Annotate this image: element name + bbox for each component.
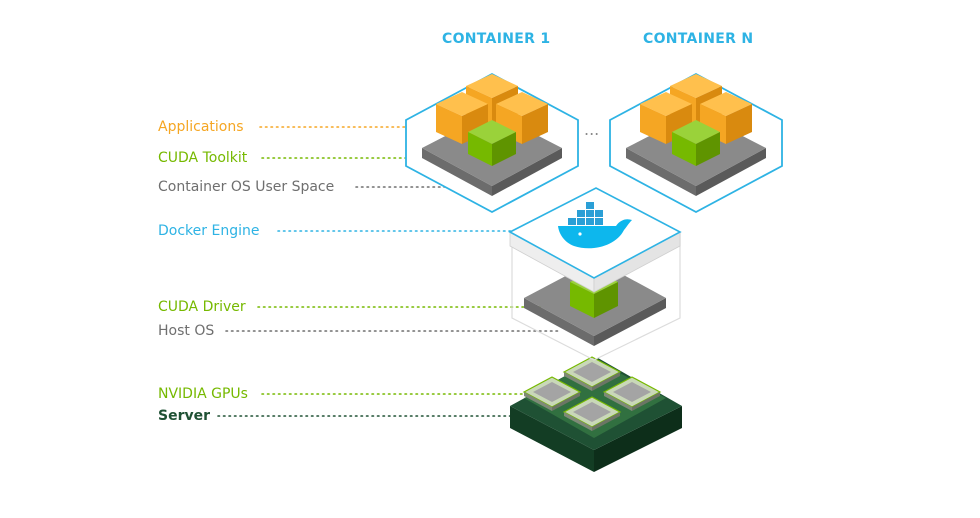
host-os-right-face <box>594 298 666 346</box>
label-nvidia-gpus: NVIDIA GPUs <box>158 386 248 402</box>
cuda-toolkit-cube <box>468 120 516 166</box>
container-1 <box>405 72 579 214</box>
server-right-face <box>594 406 682 472</box>
server-left-face <box>510 406 594 472</box>
label-host-os: Host OS <box>158 323 215 339</box>
container-n-title: CONTAINER N <box>643 31 754 47</box>
docker-whale-icon <box>558 202 632 249</box>
label-applications: Applications <box>158 119 244 135</box>
cuda-toolkit-cube <box>672 120 720 166</box>
label-server: Server <box>158 408 211 424</box>
container-1-os-left <box>422 148 492 196</box>
label-container-os: Container OS User Space <box>158 179 335 195</box>
label-cuda-driver: CUDA Driver <box>158 299 246 315</box>
gpu-chip <box>562 356 622 391</box>
docker-engine-stack <box>508 187 682 293</box>
label-cuda-toolkit: CUDA Toolkit <box>158 150 248 166</box>
gpu-chip <box>602 376 662 411</box>
gpu-chip <box>562 396 622 431</box>
app-cube <box>700 92 752 144</box>
leader-lines <box>217 126 571 417</box>
container-n-os-right <box>696 148 766 196</box>
container-n-os-left <box>626 148 696 196</box>
gpu-chip <box>522 376 582 411</box>
label-docker-engine: Docker Engine <box>158 223 260 239</box>
host-os-left-face <box>524 298 594 346</box>
server-stack <box>510 356 682 472</box>
container-1-title: CONTAINER 1 <box>442 31 551 47</box>
container-n <box>609 72 783 214</box>
host-glass-outline <box>511 232 681 361</box>
container-1-os-right <box>492 148 562 196</box>
containers-ellipsis: ... <box>584 120 600 139</box>
